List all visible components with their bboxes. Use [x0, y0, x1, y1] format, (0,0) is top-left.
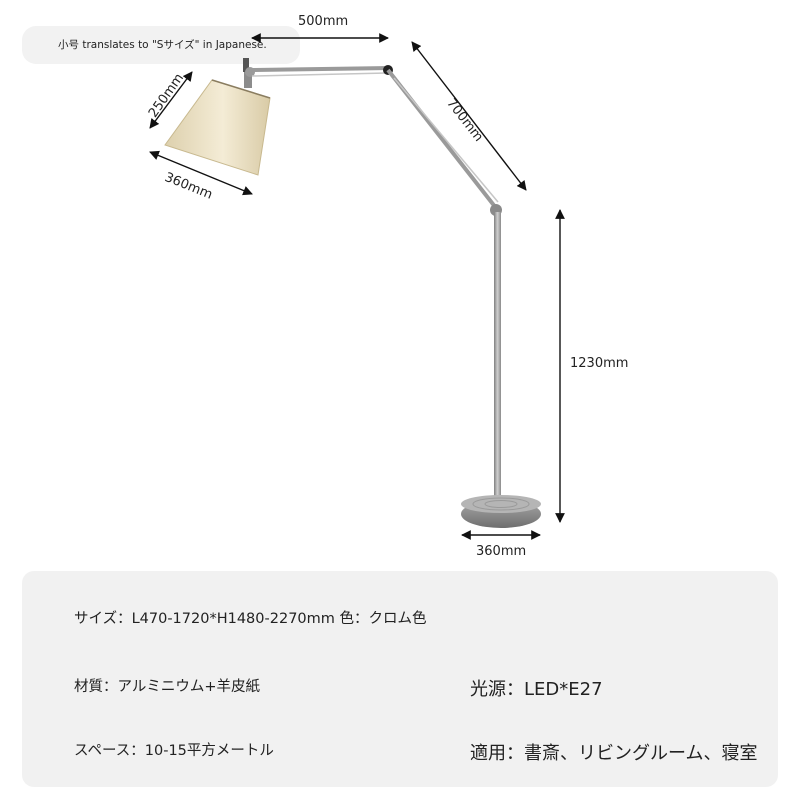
translation-note: 小号 translates to "Sサイズ" in Japanese.	[22, 26, 300, 64]
base-width-label: 360mm	[476, 544, 527, 559]
translation-note-text: 小号 translates to "Sサイズ" in Japanese.	[58, 39, 267, 51]
floor-lamp-illustration	[149, 33, 565, 540]
spec-size: サイズ：L470-1720*H1480-2270mm 色：クロム色	[74, 611, 427, 627]
shade-height-dimension-arrow	[149, 71, 193, 129]
lamp-pole	[494, 212, 501, 502]
spec-light-source: 光源：LED*E27	[470, 679, 603, 700]
horizontal-arm	[251, 66, 389, 77]
spec-panel: サイズ：L470-1720*H1480-2270mm 色：クロム色 材質：アルミ…	[22, 571, 778, 787]
diagonal-arm	[386, 68, 499, 210]
lamp-base	[461, 495, 541, 528]
stand-height-label: 1230mm	[570, 356, 629, 371]
arm-horizontal-label: 500mm	[298, 14, 349, 29]
shade-mount	[243, 58, 255, 88]
lamp-shade	[164, 79, 271, 176]
spec-material: 材質：アルミニウム+羊皮紙	[74, 679, 261, 695]
spec-usage: 適用：書斎、リビングルーム、寝室	[470, 743, 758, 764]
shade-width-dimension-arrow	[149, 150, 253, 196]
spec-space: スペース：10-15平方メートル	[74, 743, 274, 759]
arm-diagonal-dimension-arrow	[411, 41, 527, 191]
